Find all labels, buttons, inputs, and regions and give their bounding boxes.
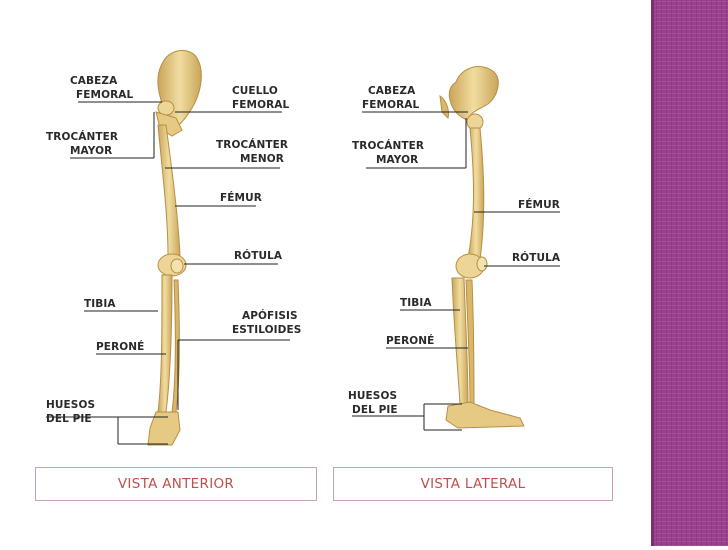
caption-vista-anterior: VISTA ANTERIOR bbox=[35, 467, 317, 501]
caption-vista-lateral: VISTA LATERAL bbox=[333, 467, 613, 501]
label-trocanter-mayor-lateral: TROCÁNTER MAYOR bbox=[352, 140, 425, 166]
label-trocanter-menor: TROCÁNTER MENOR bbox=[216, 139, 289, 165]
label-perone-anterior: PERONÉ bbox=[96, 341, 145, 353]
label-perone-lateral: PERONÉ bbox=[386, 335, 435, 347]
label-huesos-pie-lateral: HUESOS DEL PIE bbox=[348, 390, 398, 416]
label-tibia-anterior: TIBIA bbox=[84, 298, 116, 310]
label-femur-anterior: FÉMUR bbox=[220, 192, 262, 204]
decorative-sidebar bbox=[651, 0, 728, 546]
label-rotula-anterior: RÓTULA bbox=[234, 250, 283, 262]
label-cuello-femoral: CUELLO FEMORAL bbox=[232, 85, 290, 111]
anterior-leader-lines bbox=[46, 101, 290, 445]
label-huesos-pie-anterior: HUESOS DEL PIE bbox=[46, 399, 96, 425]
bone-illustration bbox=[46, 50, 560, 446]
label-cabeza-femoral-anterior: CABEZA FEMORAL bbox=[70, 75, 134, 101]
lateral-leader-lines bbox=[352, 111, 560, 431]
label-femur-lateral: FÉMUR bbox=[518, 199, 560, 211]
label-apofisis-estiloides: APÓFISIS ESTILOIDES bbox=[232, 310, 302, 336]
skeleton-figure: CABEZA FEMORAL CUELLO FEMORAL TROCÁNTER … bbox=[35, 50, 613, 501]
label-trocanter-mayor-anterior: TROCÁNTER MAYOR bbox=[46, 131, 119, 157]
anterior-skeleton bbox=[147, 50, 202, 446]
label-tibia-lateral: TIBIA bbox=[400, 297, 432, 309]
lateral-skeleton bbox=[439, 66, 525, 429]
label-rotula-lateral: RÓTULA bbox=[512, 252, 561, 264]
label-cabeza-femoral-lateral: CABEZA FEMORAL bbox=[362, 85, 420, 111]
